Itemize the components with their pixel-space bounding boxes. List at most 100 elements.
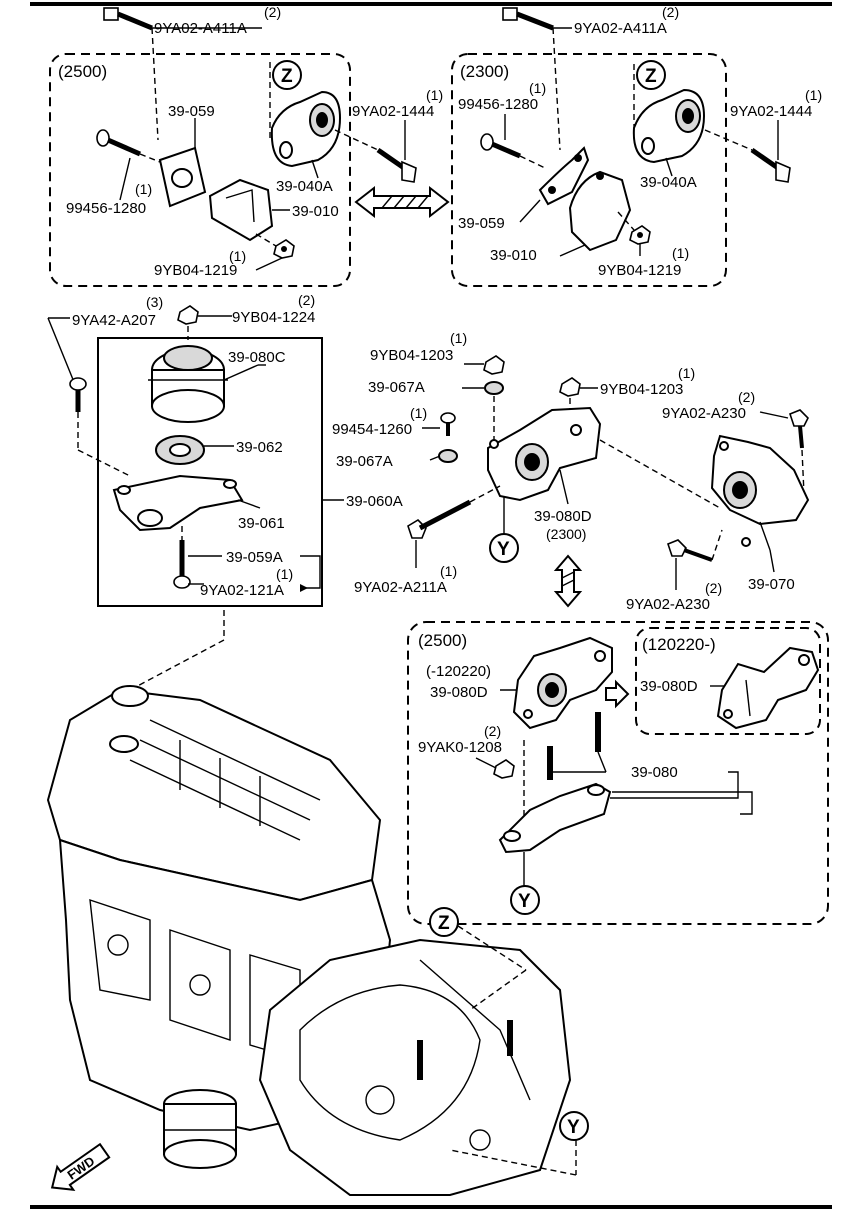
- part-label: 9YA42-A207: [72, 312, 156, 329]
- group-2500-upper: (2500) 9YA02-A411A (2) Z 39-059 (1) 9945…: [49, 4, 443, 287]
- part-label: 39-010: [292, 203, 339, 220]
- qty-label: (1): [135, 181, 152, 197]
- part-label: 39-080C: [228, 349, 286, 366]
- alternative-arrow-icon: [354, 185, 450, 219]
- assembly-frame: [97, 337, 323, 607]
- part-label: 39-062: [236, 439, 283, 456]
- group-2500-upper-frame: [49, 53, 351, 287]
- bracket-39-010: [568, 170, 632, 252]
- bolt-icon: [69, 377, 87, 412]
- mount-39-080d-2300: (1) 9YB04-1203 39-067A (1) 99454-1260 39…: [332, 330, 721, 596]
- nut-icon: [629, 225, 651, 245]
- qty-label: (1): [410, 405, 427, 421]
- part-label: 39-080: [631, 764, 678, 781]
- group-label: (120220-): [642, 635, 716, 654]
- callout-y: Y: [518, 891, 531, 912]
- part-label: 9YA02-A211A: [354, 579, 447, 596]
- group-label: (2300): [460, 62, 509, 81]
- bolt-icon: [750, 147, 791, 183]
- part-label: 9YA02-1444: [730, 103, 812, 120]
- callout-y-circle: [559, 1111, 589, 1141]
- engine-mount-39-040a: [632, 88, 706, 164]
- qty-label: (1): [672, 245, 689, 261]
- fwd-arrow-icon: FWD: [50, 1142, 111, 1192]
- bolt-icon: [173, 540, 191, 589]
- washer-39-062: [155, 435, 205, 465]
- qty-label: (2): [484, 723, 501, 739]
- bolt-icon: [103, 7, 153, 31]
- qty-label: (1): [426, 87, 443, 103]
- callout-z-circle: [636, 60, 666, 90]
- part-label: 39-080D: [534, 508, 592, 525]
- bracket-39-061: [112, 474, 244, 532]
- qty-label: (2): [705, 580, 722, 596]
- engine-mount-39-080d: [487, 406, 602, 502]
- part-label: 39-060A: [346, 493, 403, 510]
- qty-label: (2300): [546, 526, 586, 542]
- bottom-border-rule: [30, 1205, 832, 1209]
- group-label: (2500): [418, 631, 467, 650]
- bolt-icon: [96, 129, 142, 157]
- qty-label: (1): [440, 563, 457, 579]
- part-label: 9YA02-A230: [662, 405, 746, 422]
- bolt-icon: [376, 147, 417, 183]
- callout-z-circle: [272, 60, 302, 90]
- bolt-icon: [789, 409, 809, 449]
- callout-y: Y: [567, 1117, 580, 1138]
- bolt-icon: [667, 539, 713, 562]
- qty-label: (1): [450, 330, 467, 346]
- part-label: (-120220): [426, 663, 491, 680]
- engine-mount-39-080d-new: [716, 646, 820, 730]
- part-label: 39-067A: [336, 453, 393, 470]
- bolt-icon: [502, 7, 554, 31]
- callout-y-circle: [510, 885, 540, 915]
- part-label: 39-080D: [430, 684, 488, 701]
- group-label: (2500): [58, 62, 107, 81]
- group-2300-upper: (2300) 9YA02-A411A (2) Z (1) 99456-1280 …: [451, 4, 822, 287]
- qty-label: (1): [678, 365, 695, 381]
- top-border-rule: [30, 2, 832, 6]
- qty-label: (2): [662, 4, 679, 20]
- callout-y-circle: [489, 533, 519, 563]
- nut-icon: [493, 759, 515, 779]
- transmission-mount-39-070: [710, 434, 810, 547]
- qty-label: (2): [264, 4, 281, 20]
- part-label: 9YB04-1224: [232, 309, 315, 326]
- part-label: 39-040A: [640, 174, 697, 191]
- spacer-icon: [484, 381, 504, 395]
- bolt-icon: [440, 412, 456, 436]
- transaxle: [258, 938, 572, 1196]
- part-label: 9YB04-1203: [600, 381, 683, 398]
- part-label: 9YA02-A411A: [574, 20, 667, 37]
- part-label: 39-010: [490, 247, 537, 264]
- part-label: 99456-1280: [458, 96, 538, 113]
- qty-label: (3): [146, 294, 163, 310]
- qty-label: (1): [529, 80, 546, 96]
- group-2300-upper-frame: [451, 53, 727, 287]
- part-label: 9YA02-A230: [626, 596, 710, 613]
- group-2500-lower-frame: [407, 621, 829, 925]
- part-label: 99456-1280: [66, 200, 146, 217]
- part-label: 9YB04-1203: [370, 347, 453, 364]
- qty-label: (1): [805, 87, 822, 103]
- spacer-icon: [438, 449, 458, 463]
- part-label: 99454-1260: [332, 421, 412, 438]
- callout-z: Z: [645, 66, 657, 87]
- part-label: 9YB04-1219: [154, 262, 237, 279]
- qty-label: (1): [229, 248, 246, 264]
- qty-label: (2): [298, 292, 315, 308]
- engine-mount-39-040a: [270, 90, 342, 168]
- bracket-plate-39-059: [538, 146, 590, 206]
- bracket-plate-39-059: [158, 146, 207, 208]
- arrow-right-icon: [605, 679, 630, 709]
- callout-y: Y: [497, 539, 510, 560]
- part-label: 39-070: [748, 576, 795, 593]
- group-2500-lower: (2500) (-120220) 39-080D (120220-) 39-08…: [407, 621, 829, 925]
- bolt-icon: [480, 133, 521, 159]
- part-label: 9YB04-1219: [598, 262, 681, 279]
- mount-assembly-39-060a: (3) 9YA42-A207 9YB04-1224 (2) 39-080C: [47, 292, 403, 607]
- qty-label: (2): [738, 389, 755, 405]
- nut-icon: [273, 239, 295, 259]
- oil-filter: [163, 1089, 237, 1169]
